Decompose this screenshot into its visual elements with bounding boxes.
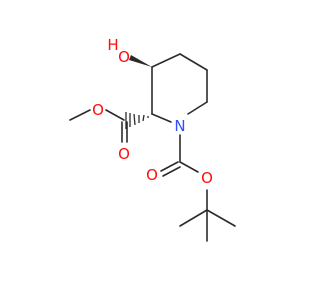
bond-carbonyl-o-single [179,161,199,173]
bond-c6-n [187,101,208,115]
hash-bond-c2-ester [125,112,149,129]
bond-carbonyl-o-double-b [162,166,181,177]
atom-label-boc-ester-o: O [201,169,213,187]
atom-label-ring-n: N [174,117,185,135]
piperidine-ring [151,53,208,123]
atom-label-boc-carbonyl-o: O [146,166,158,184]
boc-group [160,134,236,242]
molecule-drawing: H O O O N O O [69,36,236,242]
bond-c3-c4 [151,53,181,68]
atom-label-ester-carbonyl-o: O [118,145,130,163]
atom-label-hydroxyl-o: O [118,48,130,66]
methyl-ester [69,109,128,143]
atom-label-ester-o: O [92,101,104,119]
bond-tbu-me1 [179,209,208,227]
bond-c4-c5 [179,53,208,71]
bond-tbu-me2 [206,209,236,227]
bond-n-c2 [151,113,172,123]
bond-ester-c-o [105,109,125,121]
wedge-bond-c3-oh [129,55,152,67]
bond-o-methyl [69,109,91,121]
structure-canvas: H O O O N O O [69,36,236,242]
atom-label-h: H [107,36,118,54]
bond-carbonyl-o-double-a [160,161,179,172]
